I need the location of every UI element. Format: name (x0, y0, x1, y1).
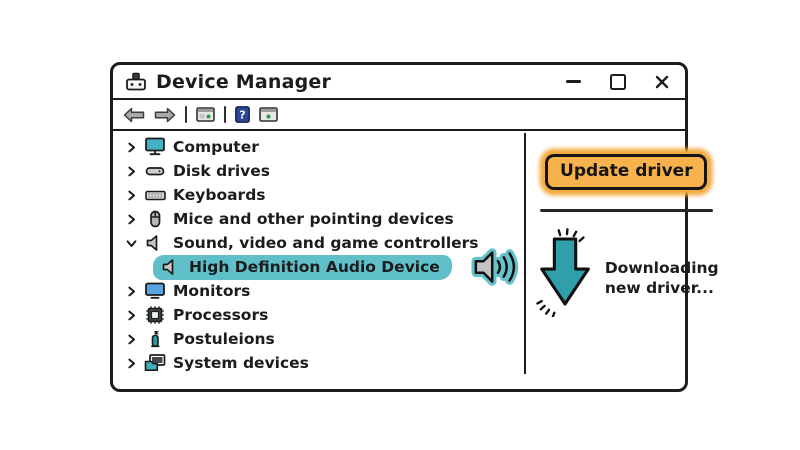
download-arrow-icon (534, 225, 598, 317)
chevron-right-icon[interactable] (126, 358, 137, 369)
tree-item-label: Postuleions (173, 330, 275, 348)
tree-item-postuleions[interactable]: Postuleions (126, 327, 525, 351)
tree-item-label: Disk drives (173, 162, 271, 180)
chevron-right-icon[interactable] (126, 190, 137, 201)
tree-item-label: Keyboards (173, 186, 266, 204)
tree-item-computer[interactable]: Computer (126, 135, 525, 159)
toolbar: ? (113, 100, 685, 131)
tree-item-label: Computer (173, 138, 259, 156)
postuleion-icon (144, 329, 166, 349)
window-title: Device Manager (156, 70, 332, 93)
chevron-right-icon[interactable] (126, 214, 137, 225)
panel-divider (539, 209, 713, 212)
toolbar-separator (185, 106, 188, 123)
tree-item-label: Mice and other pointing devices (173, 210, 454, 228)
keyboard-icon (144, 185, 166, 205)
chevron-right-icon[interactable] (126, 142, 137, 153)
content-area: Computer Disk drives (113, 131, 719, 389)
tree-item-system-devices[interactable]: System devices (126, 351, 525, 375)
computer-icon (144, 137, 166, 157)
download-status-line1: Downloading (604, 259, 719, 277)
device-tree: Computer Disk drives (113, 131, 525, 389)
tree-item-label: High Definition Audio Device (189, 257, 440, 276)
download-status-text: Downloading new driver... (605, 258, 719, 298)
back-arrow-icon[interactable] (123, 107, 145, 123)
tree-item-label: Sound, video and game controllers (173, 234, 479, 252)
chevron-right-icon[interactable] (126, 166, 137, 177)
monitor-icon (144, 281, 166, 301)
chevron-down-icon[interactable] (126, 238, 137, 249)
chevron-right-icon[interactable] (126, 286, 137, 297)
toolbar-separator (224, 106, 227, 123)
system-devices-icon (144, 353, 166, 373)
device-manager-icon (125, 72, 147, 92)
tree-item-disk-drives[interactable]: Disk drives (126, 159, 525, 183)
title-bar: Device Manager (113, 65, 685, 100)
window-controls (566, 73, 669, 90)
minimize-icon[interactable] (566, 80, 581, 83)
tree-item-sound[interactable]: Sound, video and game controllers (126, 231, 525, 255)
tree-item-label: Processors (173, 306, 269, 324)
tree-item-monitors[interactable]: Monitors (126, 279, 525, 303)
device-manager-window: Device Manager (110, 62, 719, 392)
download-status-line2: new driver... (604, 279, 714, 298)
forward-arrow-icon[interactable] (154, 107, 176, 123)
highlighted-device[interactable]: High Definition Audio Device (153, 254, 452, 280)
tree-item-keyboards[interactable]: Keyboards (126, 183, 525, 207)
speaker-icon (144, 233, 166, 253)
tree-item-mice[interactable]: Mice and other pointing devices (126, 207, 525, 231)
tree-item-hd-audio-device[interactable]: High Definition Audio Device (126, 248, 525, 286)
disk-drive-icon (144, 161, 166, 181)
help-icon[interactable]: ? (235, 106, 251, 123)
device-window-icon[interactable] (259, 107, 279, 122)
update-driver-button[interactable]: Update driver (545, 154, 708, 190)
device-window-icon[interactable] (196, 107, 215, 122)
svg-text:?: ? (240, 109, 246, 122)
speaker-sound-waves-icon (471, 244, 525, 290)
action-panel: Update driver (523, 131, 728, 389)
chevron-right-icon[interactable] (126, 310, 137, 321)
tree-item-label: Monitors (173, 282, 251, 300)
chevron-right-icon[interactable] (126, 334, 137, 345)
processor-icon (144, 305, 166, 325)
download-status: Downloading new driver... (534, 225, 719, 317)
tree-item-label: System devices (173, 354, 309, 372)
speaker-icon (160, 257, 182, 277)
mouse-icon (144, 209, 166, 229)
maximize-icon[interactable] (610, 73, 626, 90)
tree-item-processors[interactable]: Processors (126, 303, 525, 327)
close-icon[interactable] (655, 75, 669, 89)
